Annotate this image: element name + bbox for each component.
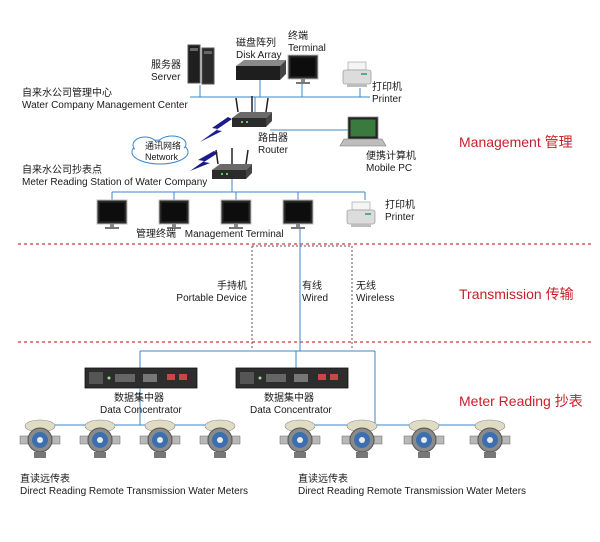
layer-transmission-label: Transmission 传输: [459, 286, 574, 302]
printer-bottom-label-zh: 打印机: [385, 200, 415, 211]
wireless-label-zh: 无线: [356, 281, 376, 292]
layer-meter-reading-label: Meter Reading 抄表: [459, 393, 583, 409]
meters-left-label: 直读远传表 Direct Reading Remote Transmission…: [20, 474, 248, 498]
data-concentrator-icon: [235, 367, 349, 389]
mobile-pc-label: 便携计算机 Mobile PC: [366, 151, 416, 175]
management-terminal-label-en: Management Terminal: [184, 229, 284, 240]
terminal-icon: [96, 199, 128, 230]
printer-bottom-label: 打印机 Printer: [385, 200, 415, 224]
disk-array-label-en: Disk Array: [236, 50, 282, 61]
printer-top-label: 打印机 Printer: [372, 82, 402, 106]
mobile-pc-label-en: Mobile PC: [366, 163, 413, 174]
server-label: 服务器 Server: [151, 60, 181, 84]
water-meter-icon: [403, 419, 445, 459]
center-bus: [190, 80, 370, 137]
router-icon: [231, 95, 273, 128]
water-meter-icon: [199, 419, 241, 459]
portable-device-label: 手持机 Portable Device: [175, 281, 247, 305]
water-meter-icon: [469, 419, 511, 459]
wireless-label: 无线 Wireless: [356, 281, 394, 305]
router-label-en: Router: [258, 145, 289, 156]
management-terminal-label: 管理终端 Management Terminal: [136, 229, 284, 241]
server-label-en: Server: [151, 72, 181, 83]
concentrator-left-label-zh: 数据集中器: [114, 393, 164, 404]
disk-array-label: 磁盘阵列 Disk Array: [236, 38, 282, 62]
server-icon: [187, 44, 215, 85]
wired-label-zh: 有线: [302, 281, 322, 292]
terminal-label-zh: 终端: [288, 31, 308, 42]
router-label: 路由器 Router: [258, 133, 288, 157]
printer-top-label-zh: 打印机: [372, 82, 402, 93]
portable-device-label-en: Portable Device: [176, 293, 247, 304]
management-terminal-label-zh: 管理终端: [136, 229, 176, 240]
printer-bottom-label-en: Printer: [385, 212, 415, 223]
meters-left-label-zh: 直读远传表: [20, 474, 70, 485]
router-label-zh: 路由器: [258, 133, 288, 144]
meters-right-label-en: Direct Reading Remote Transmission Water…: [298, 486, 527, 497]
printer-icon: [346, 201, 376, 228]
terminal-icon: [287, 54, 319, 85]
network-label-en: Network: [145, 152, 179, 162]
layer-management-label: Management 管理: [459, 134, 573, 150]
lightning-icon: [190, 151, 218, 171]
transmission-links: [139, 229, 376, 425]
reading-station-label: 自来水公司抄表点 Meter Reading Station of Water …: [22, 165, 207, 189]
concentrator-right-label-en: Data Concentrator: [250, 405, 332, 416]
meters-left-label-en: Direct Reading Remote Transmission Water…: [20, 486, 249, 497]
meters-right-label-zh: 直读远传表: [298, 474, 348, 485]
network-label: 通讯网络 Network: [145, 141, 181, 163]
concentrator-right-label: 数据集中器 Data Concentrator: [250, 393, 332, 417]
management-center-label-zh: 自来水公司管理中心: [22, 88, 112, 99]
management-center-label: 自来水公司管理中心 Water Company Management Cente…: [22, 88, 188, 112]
router-icon: [211, 147, 253, 180]
disk-array-label-zh: 磁盘阵列: [236, 38, 276, 49]
concentrator-right-label-zh: 数据集中器: [264, 393, 314, 404]
water-meter-icon: [341, 419, 383, 459]
concentrator-left-label-en: Data Concentrator: [100, 405, 182, 416]
terminal-label-en: Terminal: [288, 43, 326, 54]
mobile-pc-label-zh: 便携计算机: [366, 151, 416, 162]
server-label-zh: 服务器: [151, 60, 181, 71]
printer-icon: [342, 61, 372, 88]
portable-device-label-zh: 手持机: [217, 281, 247, 292]
concentrator-left-label: 数据集中器 Data Concentrator: [100, 393, 182, 417]
lightning-icon: [200, 117, 232, 142]
disk-array-icon: [236, 60, 286, 80]
reading-station-label-zh: 自来水公司抄表点: [22, 165, 102, 176]
meters-right-label: 直读远传表 Direct Reading Remote Transmission…: [298, 474, 526, 498]
wireless-label-en: Wireless: [356, 293, 395, 304]
water-meter-icon: [79, 419, 121, 459]
water-meter-icon: [279, 419, 321, 459]
reading-station-label-en: Meter Reading Station of Water Company: [22, 177, 208, 188]
water-meter-icon: [139, 419, 181, 459]
water-meter-icon: [19, 419, 61, 459]
printer-top-label-en: Printer: [372, 94, 402, 105]
terminal-icon: [220, 199, 252, 230]
laptop-icon: [339, 116, 387, 147]
wired-label: 有线 Wired: [302, 281, 328, 305]
wired-label-en: Wired: [302, 293, 329, 304]
terminal-icon: [282, 199, 314, 230]
network-label-zh: 通讯网络: [145, 141, 182, 151]
network-cloud-icon: [131, 135, 189, 165]
terminal-icon: [158, 199, 190, 230]
management-center-label-en: Water Company Management Center: [22, 100, 188, 111]
terminal-label: 终端 Terminal: [288, 31, 326, 55]
station-bus: [111, 178, 366, 200]
data-concentrator-icon: [84, 367, 198, 389]
